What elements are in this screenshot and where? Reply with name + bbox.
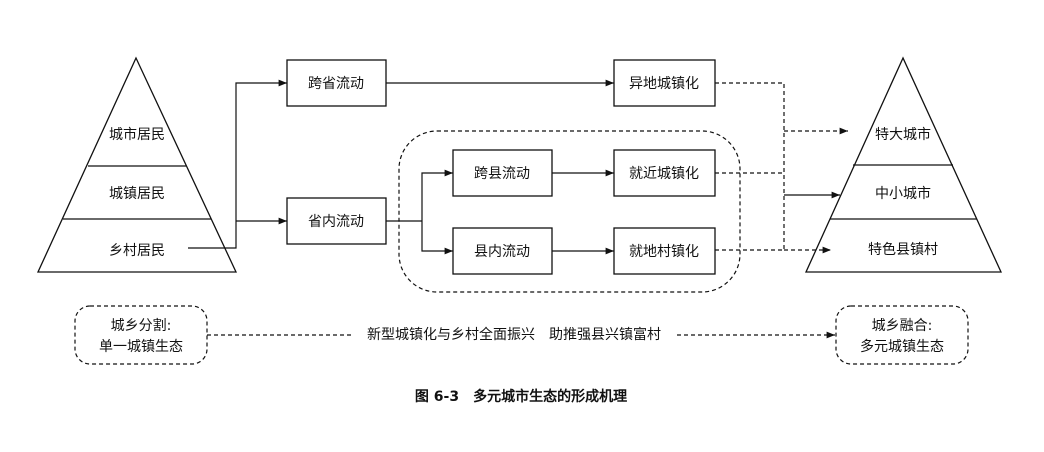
box-inter-county: 跨县流动 [452,149,553,197]
dashed-remote-down [715,82,785,250]
label-urban-rural-integration: 城乡融合: [872,318,933,334]
label-intra-province: 省内流动 [308,214,364,230]
label-diverse-ecology: 多元城镇生态 [860,338,944,355]
label-inter-province: 跨省流动 [308,76,364,92]
label-intra-county: 县内流动 [474,244,530,260]
box-remote-urbanization: 异地城镇化 [613,59,716,107]
label-nearby-urbanization: 就近城镇化 [629,166,699,182]
tier-featured-counties-towns: 特色县镇村 [868,241,938,258]
box-inter-province: 跨省流动 [286,59,387,107]
box-intra-county: 县内流动 [452,227,553,275]
tier-town-residents: 城镇居民 [109,186,165,202]
label-local-village-urbanization: 就地村镇化 [629,244,699,260]
tier-small-medium-cities: 中小城市 [875,185,931,202]
label-inter-county: 跨县流动 [474,166,530,182]
figure-caption: 图 6-3 多元城市生态的形成机理 [415,388,627,405]
left-pyramid: 城市居民 城镇居民 乡村居民 [36,56,238,273]
right-pyramid: 特大城市 中小城市 特色县镇村 [804,56,1003,273]
intra-province-group [398,130,741,293]
box-nearby-urbanization: 就近城镇化 [613,149,716,197]
bottom-right-box: 城乡融合: 多元城镇生态 [835,305,969,365]
label-policy-drivers: 新型城镇化与乡村全面振兴 助推强县兴镇富村 [367,326,661,343]
tier-urban-residents: 城市居民 [109,126,165,143]
label-remote-urbanization: 异地城镇化 [629,76,699,92]
box-intra-province: 省内流动 [286,197,387,245]
arrow-rural-to-inter-province [188,79,287,249]
solid-connectors [188,79,614,255]
dashed-connectors [715,82,848,254]
arrow-to-inter-county [421,169,453,221]
bottom-left-box: 城乡分割: 单一城镇生态 [74,305,208,365]
arrow-to-intra-county [421,221,453,255]
label-urban-rural-divide: 城乡分割: [111,317,172,334]
tier-rural-residents: 乡村居民 [109,243,165,259]
box-local-village-urbanization: 就地村镇化 [613,227,716,275]
label-single-ecology: 单一城镇生态 [99,339,183,355]
tier-megacities: 特大城市 [875,126,931,143]
